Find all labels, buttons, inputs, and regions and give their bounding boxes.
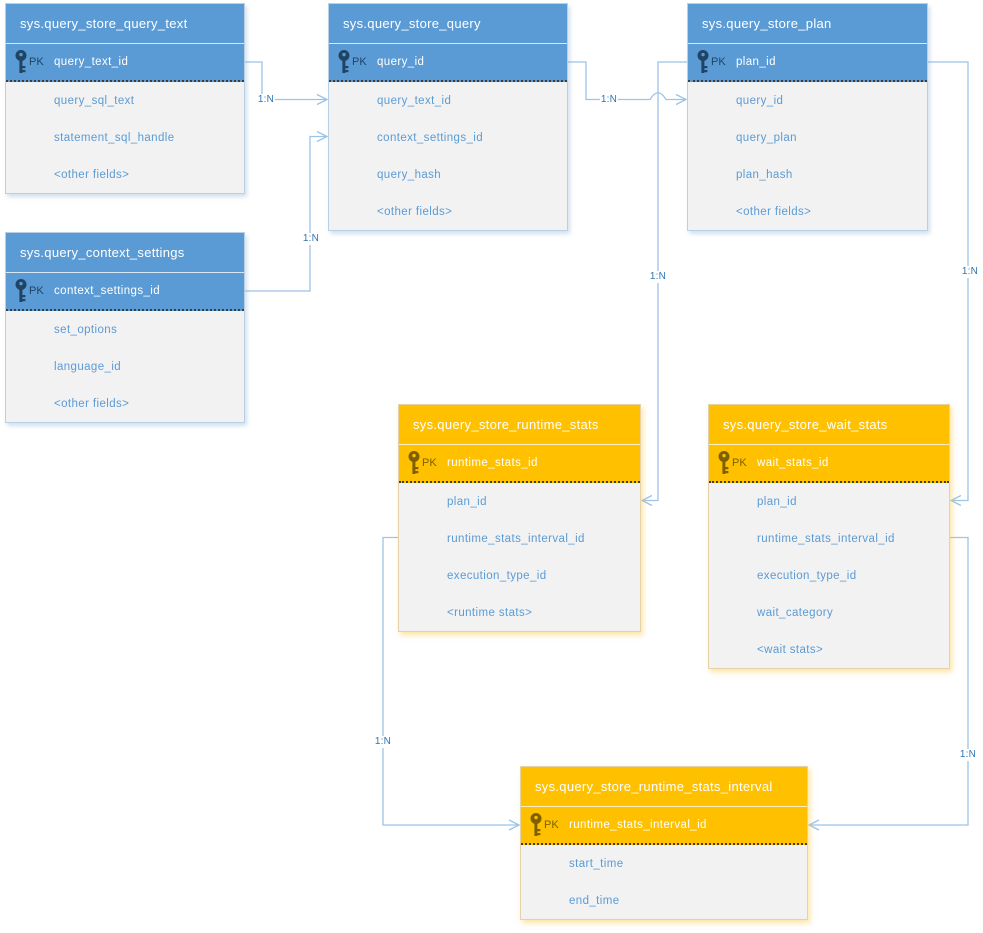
field-name: execution_type_id — [757, 569, 857, 582]
connector-query-plan — [568, 61, 685, 101]
entity-body: query_text_id context_settings_id query_… — [329, 82, 567, 230]
entity-title: sys.query_store_runtime_stats — [399, 405, 640, 445]
entity-title: sys.query_store_query — [329, 4, 567, 44]
entity-title: sys.query_store_runtime_stats_interval — [521, 767, 807, 807]
pk-field-name: plan_id — [736, 56, 776, 68]
field-name: <other fields> — [54, 397, 130, 410]
key-icon — [408, 451, 420, 474]
arrowhead-icon — [675, 93, 688, 106]
entity-query-store-runtime-stats-interval[interactable]: sys.query_store_runtime_stats_interval P… — [520, 766, 808, 920]
field-name: execution_type_id — [447, 569, 547, 582]
entity-body: set_options language_id <other fields> — [6, 311, 244, 422]
field-name: query_hash — [377, 168, 442, 181]
connector-contextsettings-query — [245, 135, 326, 292]
cardinality-label: 1:N — [648, 271, 668, 283]
cardinality-label: 1:N — [256, 94, 276, 106]
pk-field-name: query_id — [377, 56, 425, 68]
arrowhead-icon — [807, 819, 820, 831]
pk-badge: PK — [711, 56, 726, 68]
key-icon — [15, 50, 27, 73]
field-name: query_plan — [736, 131, 797, 144]
cardinality-label: 1:N — [301, 233, 321, 245]
entity-query-store-query[interactable]: sys.query_store_query PK query_id query_… — [328, 3, 568, 231]
primary-key-row: PK query_text_id — [6, 44, 244, 82]
pk-field-name: runtime_stats_interval_id — [569, 819, 707, 831]
field-name: <runtime stats> — [447, 606, 533, 619]
pk-badge: PK — [732, 457, 747, 469]
entity-title: sys.query_store_plan — [688, 4, 927, 44]
key-icon — [697, 50, 709, 73]
field-name: plan_id — [757, 495, 797, 508]
field-name: <other fields> — [377, 205, 453, 218]
key-icon — [530, 813, 542, 836]
field-name: query_sql_text — [54, 94, 135, 107]
entity-title: sys.query_store_query_text — [6, 4, 244, 44]
entity-query-store-query-text[interactable]: sys.query_store_query_text PK query_text… — [5, 3, 245, 194]
connector-runtimestats-interval — [382, 536, 518, 826]
pk-field-name: query_text_id — [54, 56, 129, 68]
arrowhead-icon — [316, 130, 329, 143]
entity-body: start_time end_time — [521, 845, 807, 919]
connector-plan-waitstats — [928, 61, 969, 502]
field-name: runtime_stats_interval_id — [447, 532, 585, 545]
pk-field-name: context_settings_id — [54, 285, 161, 297]
field-name: start_time — [569, 857, 624, 870]
entity-title: sys.query_store_wait_stats — [709, 405, 949, 445]
primary-key-row: PK wait_stats_id — [709, 445, 949, 483]
field-name: query_id — [736, 94, 784, 107]
entity-body: query_id query_plan plan_hash <other fie… — [688, 82, 927, 230]
primary-key-row: PK runtime_stats_id — [399, 445, 640, 483]
primary-key-row: PK context_settings_id — [6, 273, 244, 311]
entity-body: query_sql_text statement_sql_handle <oth… — [6, 82, 244, 193]
field-name: plan_id — [447, 495, 487, 508]
entity-title: sys.query_context_settings — [6, 233, 244, 273]
connector-querytext-query — [245, 61, 326, 101]
entity-query-store-runtime-stats[interactable]: sys.query_store_runtime_stats PK runtime… — [398, 404, 641, 632]
arrowhead-icon — [316, 93, 329, 106]
pk-badge: PK — [352, 56, 367, 68]
cardinality-label: 1:N — [599, 94, 619, 106]
primary-key-row: PK plan_id — [688, 44, 927, 82]
primary-key-row: PK query_id — [329, 44, 567, 82]
pk-field-name: wait_stats_id — [757, 457, 829, 469]
pk-field-name: runtime_stats_id — [447, 457, 538, 469]
entity-body: plan_id runtime_stats_interval_id execut… — [709, 483, 949, 668]
field-name: <other fields> — [736, 205, 812, 218]
entity-query-store-wait-stats[interactable]: sys.query_store_wait_stats PK wait_stats… — [708, 404, 950, 669]
cardinality-label: 1:N — [373, 736, 393, 748]
pk-badge: PK — [544, 819, 559, 831]
field-name: context_settings_id — [377, 131, 484, 144]
arrowhead-icon — [640, 494, 653, 507]
connector-waitstats-interval — [810, 536, 969, 826]
primary-key-row: PK runtime_stats_interval_id — [521, 807, 807, 845]
field-name: runtime_stats_interval_id — [757, 532, 895, 545]
cardinality-label: 1:N — [958, 749, 978, 761]
field-name: language_id — [54, 360, 122, 373]
pk-badge: PK — [422, 457, 437, 469]
cardinality-label: 1:N — [960, 266, 980, 278]
field-name: set_options — [54, 323, 118, 336]
key-icon — [718, 451, 730, 474]
arrowhead-icon — [508, 819, 521, 831]
field-name: wait_category — [757, 606, 834, 619]
key-icon — [15, 279, 27, 302]
key-icon — [338, 50, 350, 73]
pk-badge: PK — [29, 285, 44, 297]
field-name: end_time — [569, 894, 620, 907]
field-name: plan_hash — [736, 168, 793, 181]
field-name: <wait stats> — [757, 643, 824, 656]
entity-query-store-plan[interactable]: sys.query_store_plan PK plan_id query_id… — [687, 3, 928, 231]
field-name: statement_sql_handle — [54, 131, 175, 144]
entity-query-context-settings[interactable]: sys.query_context_settings PK context_se… — [5, 232, 245, 423]
field-name: <other fields> — [54, 168, 130, 181]
entity-body: plan_id runtime_stats_interval_id execut… — [399, 483, 640, 631]
field-name: query_text_id — [377, 94, 452, 107]
arrowhead-icon — [949, 494, 962, 507]
pk-badge: PK — [29, 56, 44, 68]
